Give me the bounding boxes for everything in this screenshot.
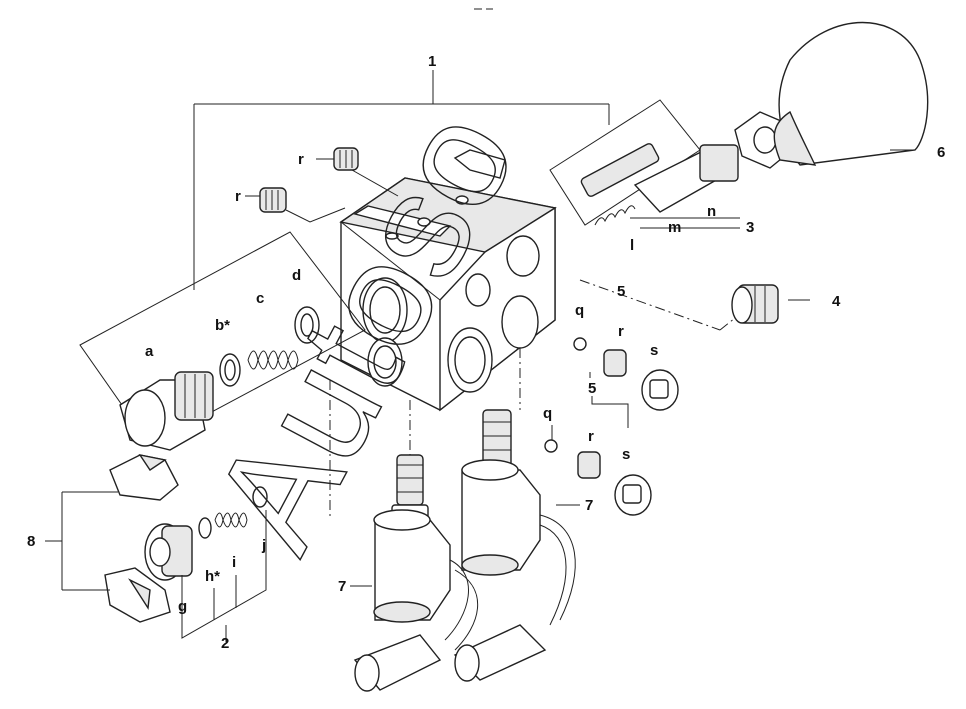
accumulator-6 (773, 21, 929, 166)
valve-block (339, 149, 557, 412)
label-3: 3 (746, 219, 754, 236)
label-j: j (261, 537, 266, 554)
plug-r-top-1 (316, 147, 399, 197)
label-s-lower: s (622, 446, 630, 463)
label-1: 1 (428, 53, 436, 70)
label-8: 8 (27, 533, 35, 550)
label-r-upper: r (618, 323, 624, 340)
label-g: g (178, 598, 187, 615)
label-a: a (145, 343, 154, 360)
plug-group-5-lower (544, 439, 652, 516)
relief-valve-group (79, 231, 366, 451)
label-i: i (232, 554, 236, 571)
bracket-1 (193, 70, 610, 290)
label-r-lower: r (588, 428, 594, 445)
label-4: 4 (832, 293, 841, 310)
plug-r-top-2 (245, 187, 346, 223)
label-r-top2: r (235, 188, 241, 205)
label-s-upper: s (650, 342, 658, 359)
clip-8-upper (109, 453, 179, 501)
label-l: l (630, 237, 634, 254)
cartridge-2-parts (144, 486, 268, 581)
label-n: n (707, 203, 716, 220)
label-h-star: h* (205, 568, 220, 585)
label-7-right: 7 (585, 497, 593, 514)
plug-group-5-upper (573, 337, 679, 411)
label-5a: 5 (617, 283, 625, 300)
label-q-upper: q (575, 302, 584, 319)
solenoid-7-right (453, 409, 576, 682)
bracket-2 (181, 510, 267, 642)
solenoid-7-left (353, 454, 479, 692)
clip-8-lower (104, 567, 171, 623)
label-2: 2 (221, 635, 229, 652)
label-m: m (668, 219, 681, 236)
part-labels: 1 6 r r n 3 m l d 5 4 c q b* r a s 5 q r… (27, 53, 945, 652)
plug-4 (731, 284, 779, 324)
label-7-left: 7 (338, 578, 346, 595)
label-c: c (256, 290, 264, 307)
guide-lines (329, 279, 736, 520)
leader-lines (350, 149, 915, 587)
label-b-star: b* (215, 317, 230, 334)
spring-c (247, 350, 299, 370)
label-5b: 5 (588, 380, 596, 397)
label-d: d (292, 267, 301, 284)
bracket-8 (45, 491, 118, 591)
label-6: 6 (937, 144, 945, 161)
label-q-lower: q (543, 405, 552, 422)
label-r-top1: r (298, 151, 304, 168)
fitting-group-3 (549, 99, 793, 226)
